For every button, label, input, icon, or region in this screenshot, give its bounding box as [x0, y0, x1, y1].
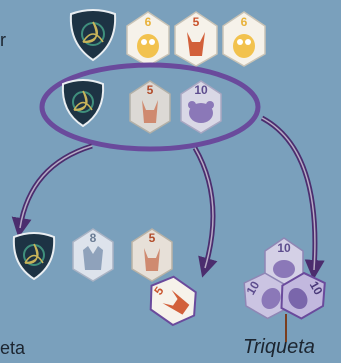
tile-bear-selected[interactable]: 10 [181, 81, 221, 133]
triqueta-card-selected[interactable] [63, 80, 103, 126]
tile-value: 5 [193, 15, 200, 29]
arrow-left [20, 146, 92, 228]
tile-value: 8 [90, 231, 97, 245]
tile-value: 6 [241, 15, 248, 29]
tile-fox-result[interactable]: 5 [132, 229, 172, 281]
tile-value: 6 [145, 15, 152, 29]
tile-fox-top[interactable]: 5 [175, 12, 217, 66]
tile-value: 10 [194, 83, 208, 97]
tile-value: 5 [147, 83, 154, 97]
triqueta-label: Triqueta [243, 336, 315, 359]
tile-fox-selected[interactable]: 5 [130, 81, 170, 133]
tile-wolf-result[interactable]: 8 [73, 229, 113, 281]
tile-value: 10 [277, 241, 291, 255]
tile-owl-top-2[interactable]: 6 [223, 12, 265, 66]
cut-off-text-bottom: eta [0, 338, 25, 359]
tile-value: 5 [149, 231, 156, 245]
triqueta-card-top[interactable] [71, 10, 115, 60]
cut-off-text-top: r [0, 30, 14, 51]
arrow-left [20, 146, 92, 228]
triqueta-card-result[interactable] [14, 233, 54, 279]
tile-owl-top-1[interactable]: 6 [127, 12, 169, 66]
